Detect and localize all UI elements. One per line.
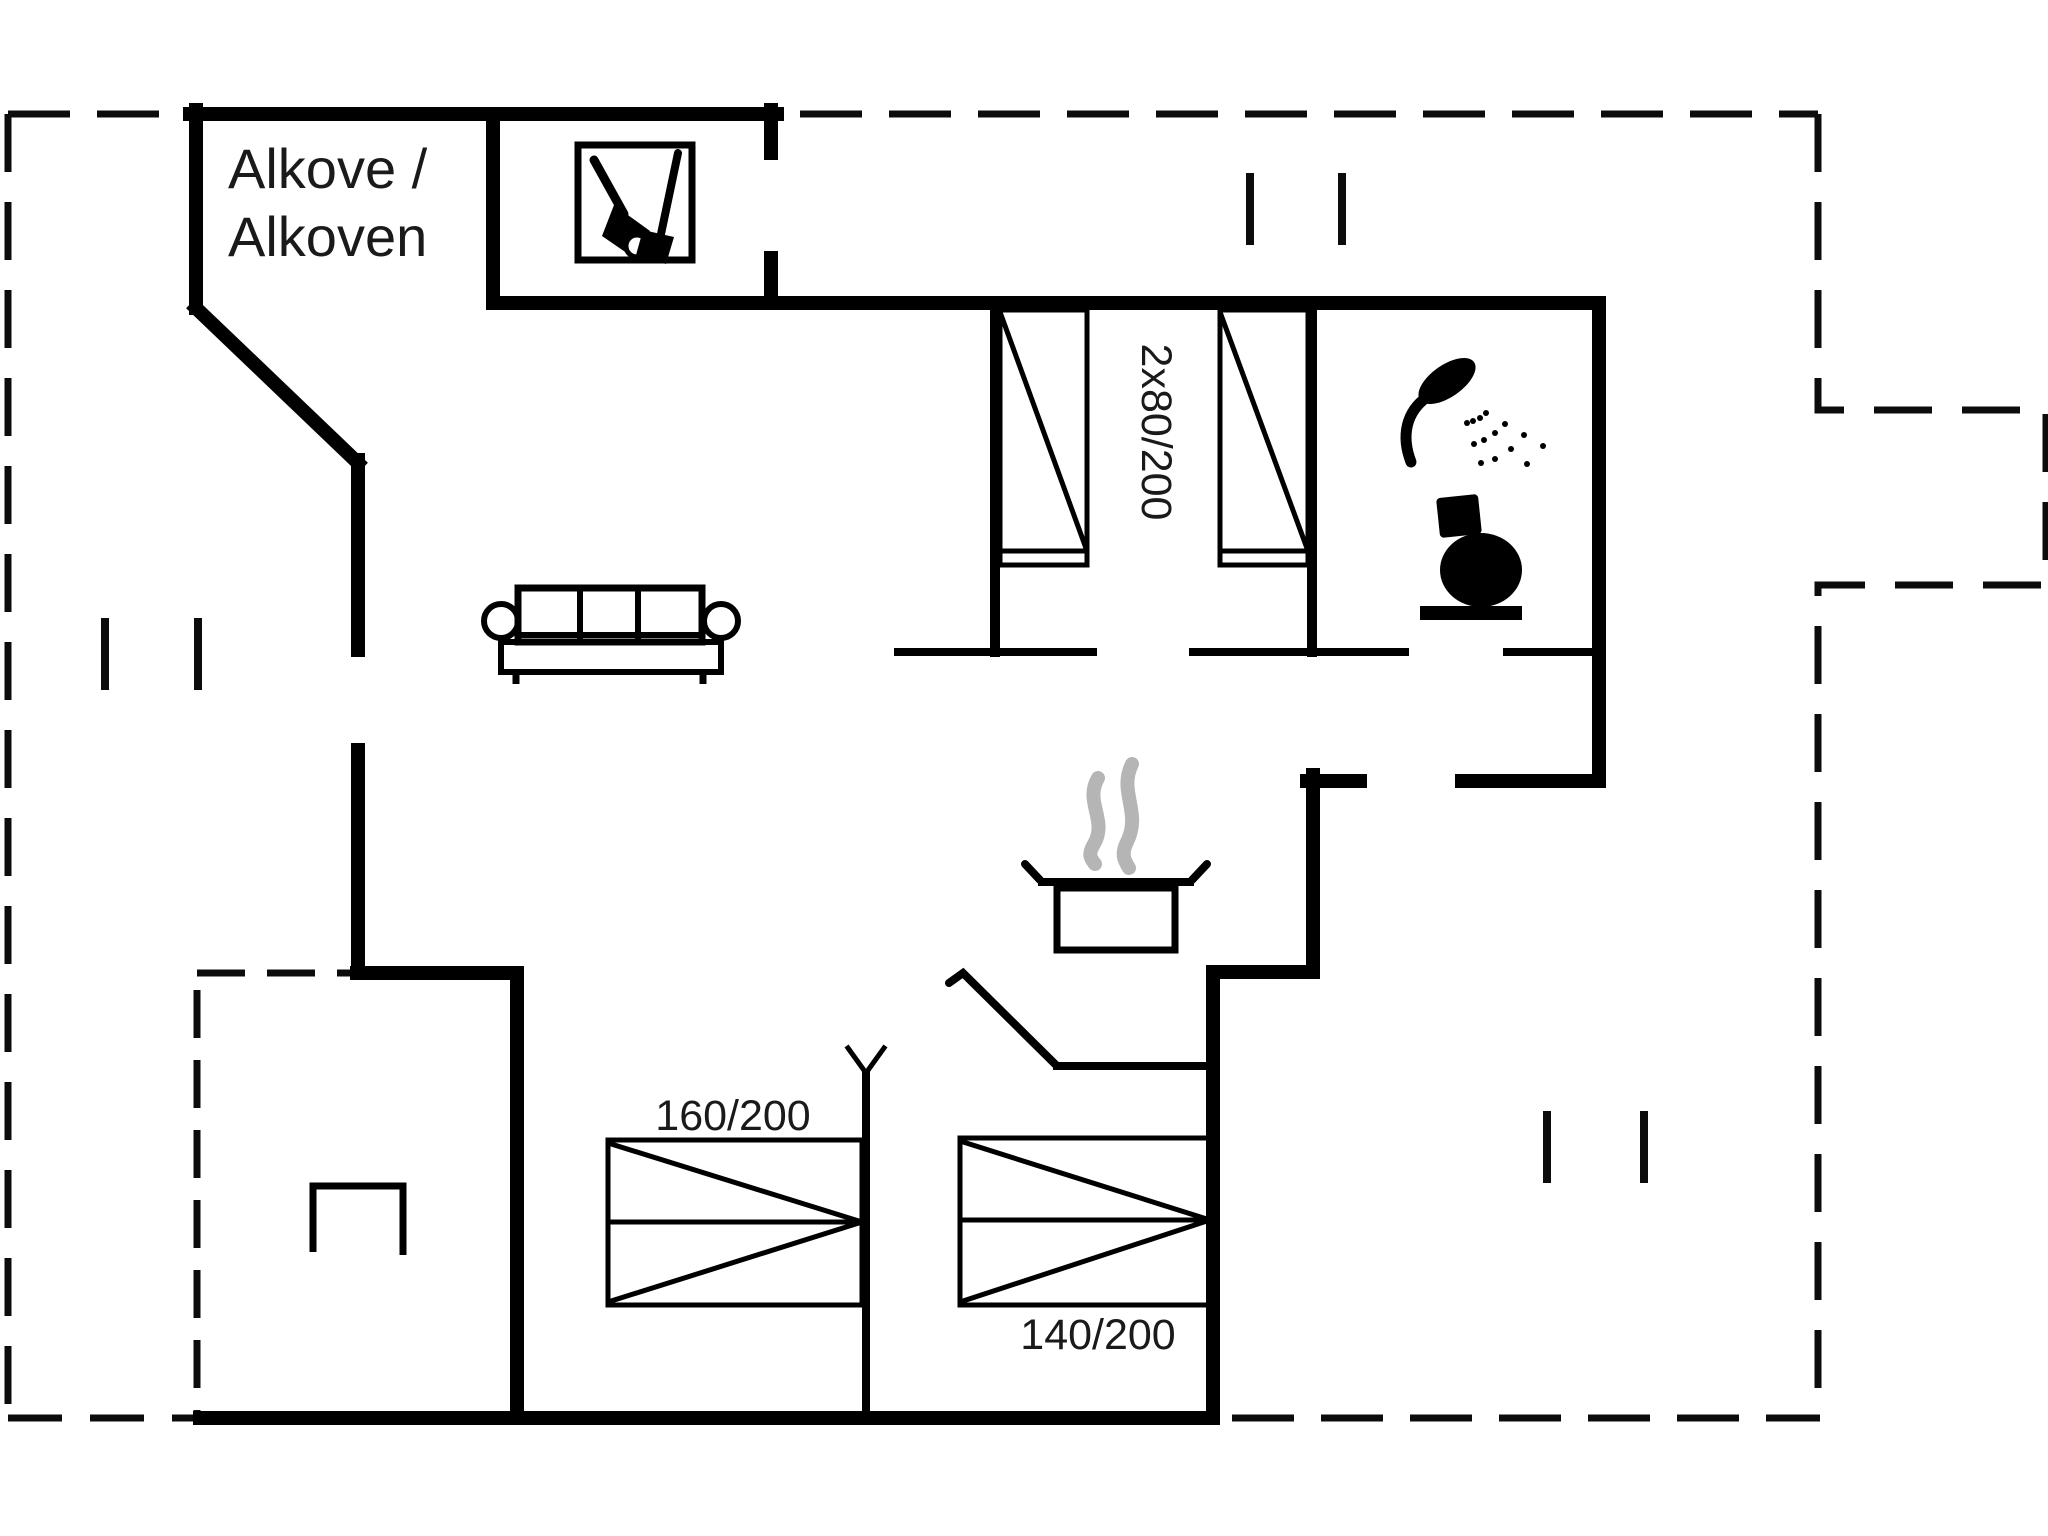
vacuum-hose bbox=[589, 155, 629, 219]
toilet-icon bbox=[1420, 494, 1522, 620]
cleaning-equipment-icon bbox=[574, 141, 696, 264]
walls-exterior bbox=[183, 103, 1606, 1425]
shower-icon bbox=[1400, 357, 1546, 468]
shower-arm bbox=[1400, 391, 1433, 468]
bed1-size-label: 160/200 bbox=[655, 1092, 810, 1140]
wall-alcove-diagonal bbox=[186, 298, 368, 473]
bunk-bed-right-diagonal bbox=[1217, 311, 1311, 552]
toilet-tank bbox=[1436, 494, 1482, 538]
window-markers bbox=[101, 173, 1648, 1183]
sofa-feet bbox=[512, 672, 707, 684]
bed2-size-label: 140/200 bbox=[1020, 1311, 1175, 1359]
sofa-icon bbox=[481, 584, 741, 684]
terrace-boundary bbox=[4, 110, 2048, 1422]
alcove-label-line2: Alkoven bbox=[228, 205, 427, 268]
sofa-arm-left bbox=[481, 601, 521, 641]
toilet-bowl bbox=[1440, 533, 1522, 607]
walls-interior bbox=[844, 303, 1601, 1418]
bunk-bed-left-diagonal bbox=[997, 311, 1090, 552]
bunk-bed-size-label: 2x80/200 bbox=[1132, 344, 1180, 521]
broom-head bbox=[636, 230, 674, 264]
pot-body bbox=[1053, 884, 1179, 954]
door-leaf bbox=[945, 967, 1061, 1070]
bed2-diagonal-bottom bbox=[959, 1217, 1211, 1305]
terrace-outline-right bbox=[1814, 114, 2048, 1418]
wall-bedroom-partition-fork bbox=[844, 1044, 888, 1077]
shower-head bbox=[1418, 357, 1476, 405]
annex-open-bench-icon bbox=[309, 1182, 407, 1255]
pot-handles bbox=[1021, 860, 1211, 884]
sofa-base bbox=[498, 639, 724, 675]
sofa-arm-right bbox=[701, 601, 741, 641]
alcove-label-line1: Alkove / bbox=[228, 137, 428, 200]
bed2-diagonal-top bbox=[959, 1138, 1211, 1223]
bunk-bed-left bbox=[997, 307, 1090, 568]
toilet-base bbox=[1420, 606, 1522, 620]
bed1-diagonal-top bbox=[607, 1140, 863, 1225]
bed-140-200 bbox=[957, 1135, 1213, 1308]
alcove-bunk-beds bbox=[997, 307, 1311, 568]
bed1-diagonal-bottom bbox=[607, 1219, 863, 1305]
bunk-bed-right bbox=[1217, 307, 1311, 568]
shower-spray-dots bbox=[1464, 410, 1546, 467]
steam-icon bbox=[1083, 757, 1140, 875]
door-swing-bedroom2 bbox=[945, 967, 1061, 1070]
broom-pole bbox=[657, 149, 682, 238]
cooking-pot-icon bbox=[1021, 757, 1211, 954]
bed-160-200 bbox=[605, 1137, 865, 1308]
sofa-cushion-dividers bbox=[518, 588, 702, 642]
